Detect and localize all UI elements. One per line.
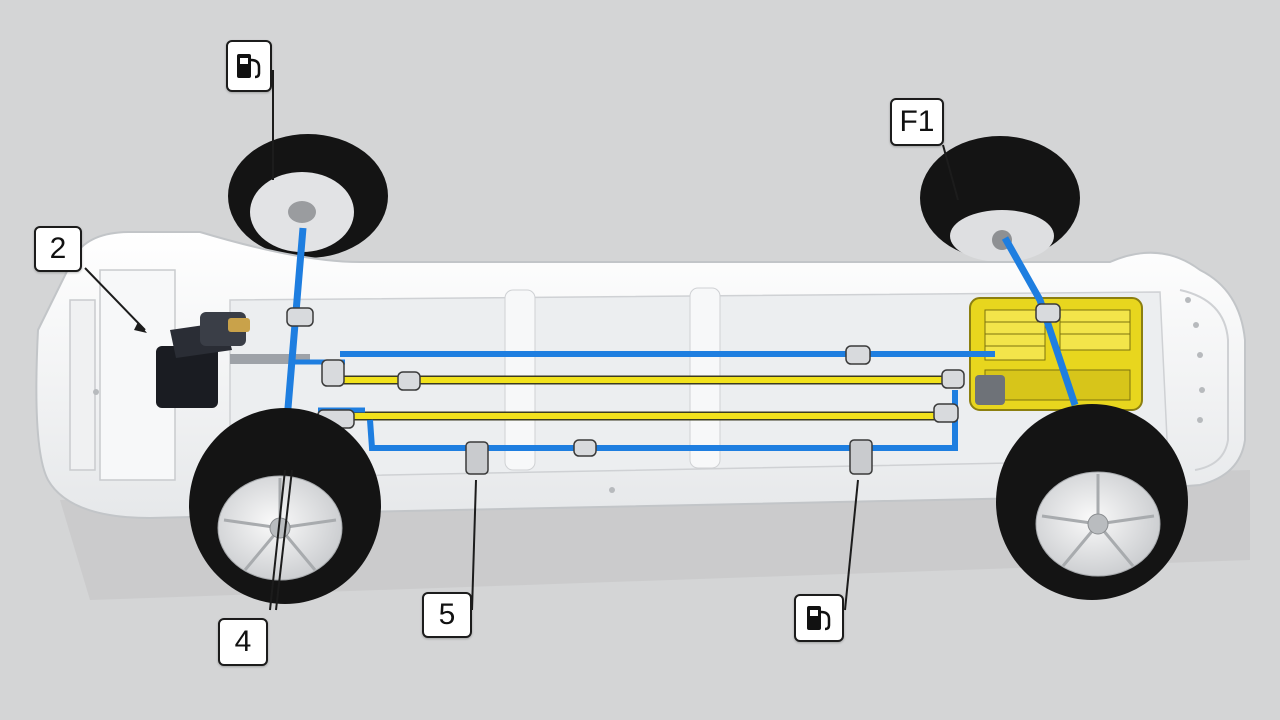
- rear-left-tire: [228, 134, 388, 258]
- callout-2-label: 2: [49, 232, 67, 265]
- callout-f1-label: F1: [899, 105, 935, 138]
- line-fittings: [286, 303, 1061, 475]
- callout-2: 2: [34, 226, 82, 272]
- leader-lines: [84, 70, 959, 611]
- callout-5: 5: [422, 592, 472, 638]
- rear-right-tire: [920, 136, 1080, 262]
- master-cylinder: [156, 312, 310, 408]
- callout-5-label: 5: [438, 598, 456, 631]
- fuel-pump-icon: [807, 606, 831, 631]
- callout-fuel-top-left: [226, 40, 272, 92]
- fuel-pump-icon: [237, 54, 261, 79]
- callout-4: 4: [218, 618, 268, 666]
- callout-f1: F1: [890, 98, 944, 146]
- fuel-lines: [340, 375, 955, 421]
- front-left-tire: [189, 408, 381, 604]
- callout-4-label: 4: [234, 625, 252, 658]
- callout-fuel-bottom-right: [794, 594, 844, 642]
- front-right-tire: [996, 404, 1188, 600]
